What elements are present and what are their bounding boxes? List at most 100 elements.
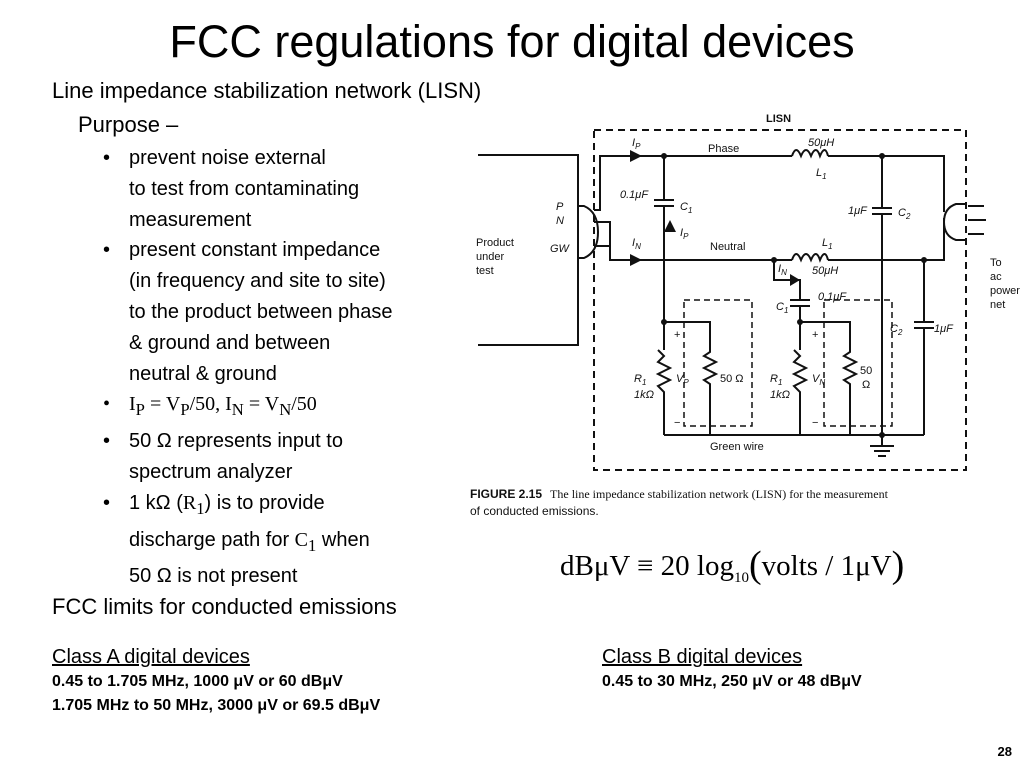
eq-sub: N	[279, 400, 292, 420]
in-label: IN	[632, 237, 641, 251]
vn-sub: N	[819, 378, 825, 387]
product-label-line: Product	[476, 237, 514, 249]
bullet-text: 50 Ω is not present	[129, 565, 298, 588]
bullet-line: present constant impedance	[129, 239, 381, 262]
bullet-line: (in frequency and site to site)	[129, 270, 386, 293]
bullet-line: to the product between phase	[129, 300, 393, 323]
in-sub: N	[635, 242, 641, 251]
limits-heading: FCC limits for conducted emissions	[52, 594, 397, 619]
vp-label: VP	[676, 373, 689, 387]
minus-sign: −	[674, 417, 680, 429]
phase-c2-value: 1μF	[848, 205, 868, 217]
ip-main: I	[632, 137, 635, 149]
c1-sub: 1	[784, 306, 788, 315]
plus-sign: +	[812, 329, 818, 341]
eq-text: /50, I	[189, 393, 232, 416]
phase-c1-label: C1	[680, 201, 692, 215]
vp-sub: P	[683, 378, 689, 387]
bullet-text: when	[316, 528, 370, 551]
vp-main: V	[676, 373, 685, 385]
c2-sub: 2	[905, 212, 911, 221]
in-branch-label: IN	[778, 263, 787, 277]
lisn-label: LISN	[766, 113, 791, 125]
purpose-bullet-list: prevent noise external to test from cont…	[100, 143, 480, 592]
green-wire-label: Green wire	[710, 441, 764, 453]
class-a-title: Class A digital devices	[52, 646, 250, 668]
bullet-line: 50 Ω represents input to	[129, 430, 343, 453]
lisn-circuit-diagram: LISN Phase Neutral Green wire Product un…	[470, 113, 1020, 518]
bullet-text: 1 kΩ (	[129, 491, 183, 514]
class-a-line: 0.45 to 1.705 MHz, 1000 μV or 60 dBμV	[52, 673, 343, 690]
l1-main: L	[816, 167, 822, 179]
caption-figure-number: FIGURE 2.15	[470, 487, 542, 501]
bullet-line: spectrum analyzer	[129, 460, 293, 483]
bullet-line: prevent noise external	[129, 147, 326, 169]
vn-main: V	[812, 373, 821, 385]
bullet-line: measurement	[129, 208, 252, 231]
dbuv-formula: dBμV ≡ 20 log10(volts / 1μV)	[560, 543, 904, 587]
neutral-inductor-label: L1	[822, 237, 833, 251]
minus-sign: −	[812, 417, 818, 429]
eq-sub: P	[180, 400, 190, 420]
neutral-r1-label: R1	[770, 373, 782, 387]
class-a-line: 1.705 MHz to 50 MHz, 3000 μV or 69.5 dBμ…	[52, 697, 381, 714]
bullet-line: & ground and between	[129, 331, 331, 354]
phase-c2-label: C2	[898, 207, 911, 221]
gw-terminal-label: GW	[550, 243, 571, 255]
to-ac-label-line: To	[990, 257, 1002, 269]
bullet-constant-impedance: present constant impedance (in frequency…	[100, 235, 480, 389]
n-terminal-label: N	[556, 215, 564, 227]
resistor-sub: 1	[196, 498, 205, 518]
in-main: I	[778, 263, 781, 275]
vn-label: VN	[812, 373, 825, 387]
formula-lhs: dBμV ≡ 20 log	[560, 550, 734, 582]
phase-r1-value: 1kΩ	[634, 389, 654, 401]
l1-sub: 1	[828, 242, 832, 251]
l1-main: L	[822, 237, 828, 249]
ip-main: I	[680, 227, 683, 239]
r1-main: R	[634, 373, 642, 385]
eq-text: /50	[291, 393, 317, 416]
c1-main: C	[680, 201, 688, 213]
bullet-text: ) is to provide	[204, 491, 325, 514]
neutral-c1-label: C1	[776, 301, 788, 315]
phase-inductor-label: L1	[816, 167, 827, 181]
ip-sub: P	[683, 232, 689, 241]
ip-label: IP	[632, 137, 641, 151]
neutral-c2-value: 1μF	[934, 323, 954, 335]
in-sub: N	[781, 268, 787, 277]
to-ac-label-line: power	[990, 285, 1020, 297]
class-b-line: 0.45 to 30 MHz, 250 μV or 48 dBμV	[602, 673, 862, 690]
neutral-r1-value: 1kΩ	[770, 389, 790, 401]
c2-sub: 2	[897, 328, 903, 337]
product-label-line: test	[476, 265, 494, 277]
neutral-50-ohm-symbol: Ω	[862, 379, 870, 391]
product-label-line: under	[476, 251, 504, 263]
formula-sub: 10	[733, 569, 749, 586]
formula-close-paren: )	[891, 544, 905, 586]
purpose-heading: Purpose –	[78, 112, 179, 137]
phase-c1-value: 0.1μF	[620, 189, 649, 201]
bullet-current-equations: IP = VP/50, IN = VN/50	[100, 389, 480, 426]
class-b-block: Class B digital devices 0.45 to 30 MHz, …	[602, 644, 862, 694]
resistor-symbol: R	[182, 491, 197, 514]
eq-sub: N	[231, 400, 244, 420]
l1-sub: 1	[822, 172, 826, 181]
capacitor-symbol: C	[294, 528, 308, 551]
class-a-block: Class A digital devices 0.45 to 1.705 MH…	[52, 644, 380, 718]
bullet-line: to test from contaminating	[129, 177, 360, 200]
plus-sign: +	[674, 329, 680, 341]
ip-sub: P	[635, 142, 641, 151]
page-number: 28	[997, 744, 1012, 759]
formula-mid: volts / 1μV	[761, 550, 892, 582]
phase-r1-label: R1	[634, 373, 646, 387]
bullet-50-ohm: 50 Ω represents input to spectrum analyz…	[100, 426, 480, 488]
c2-main: C	[890, 323, 898, 335]
slide-title: FCC regulations for digital devices	[169, 16, 855, 67]
bullet-prevent-noise: prevent noise external to test from cont…	[100, 143, 480, 235]
eq-sub: P	[135, 400, 145, 420]
c1-main: C	[776, 301, 784, 313]
to-ac-label-line: ac	[990, 271, 1002, 283]
eq-text: = V	[243, 393, 280, 416]
